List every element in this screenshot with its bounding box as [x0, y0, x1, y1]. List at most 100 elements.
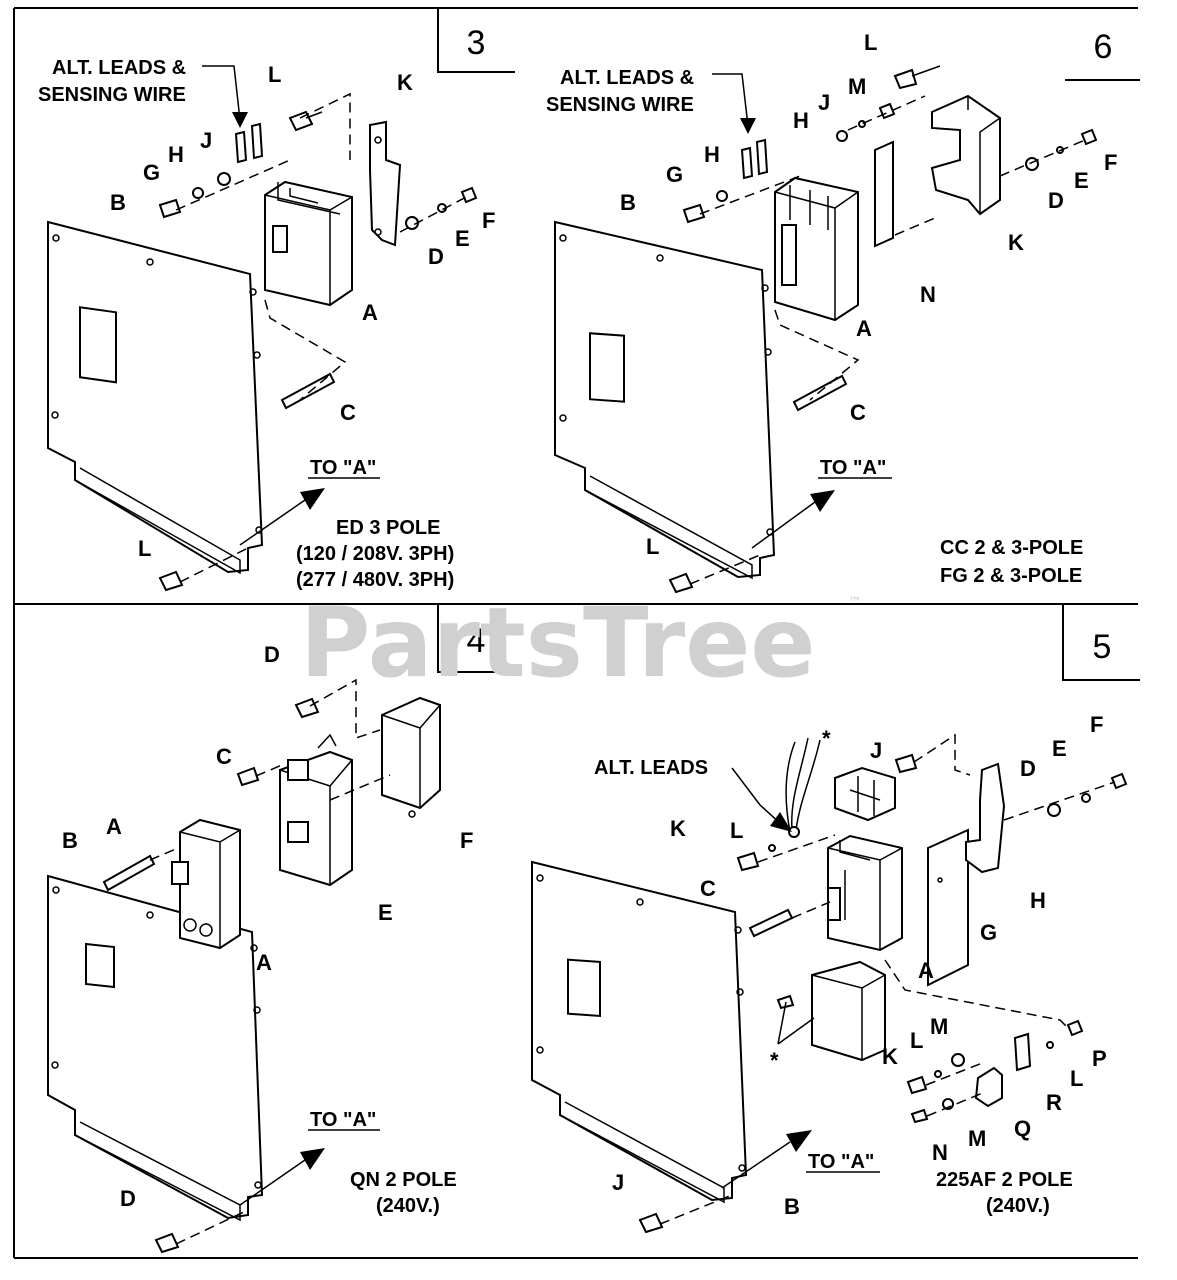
screw [893, 68, 918, 90]
label-K: K [1008, 230, 1024, 255]
caption-line-2: (240V.) [986, 1195, 1050, 1217]
panel-3-number: 3 [467, 24, 486, 62]
label-D: D [1048, 188, 1064, 213]
terminal-block [279, 750, 353, 887]
panel-4: D C A B F E A D TO "A" QN 2 POLE (240V.) [47, 642, 473, 1254]
cover-plate [531, 860, 748, 1202]
caption-line-2: FG 2 & 3-POLE [940, 565, 1082, 587]
panel-6: L M J H G H B F E D K N A C L ALT. LEADS… [546, 30, 1117, 594]
label-C: C [850, 400, 866, 425]
label-D: D [1020, 756, 1036, 781]
screw [792, 374, 848, 412]
label-N: N [920, 282, 936, 307]
label-H: H [168, 142, 184, 167]
arrow-head [300, 1148, 325, 1170]
label-B: B [110, 190, 126, 215]
label-G: G [143, 160, 160, 185]
label-L: L [646, 534, 659, 559]
bracket [369, 120, 402, 247]
label-H: H [1030, 888, 1046, 913]
label-M: M [930, 1014, 948, 1039]
caption-line-1: QN 2 POLE [350, 1169, 457, 1191]
label-G: G [666, 162, 683, 187]
label-C: C [216, 744, 232, 769]
label-G: G [980, 920, 997, 945]
watermark-trademark: ™ [848, 595, 862, 611]
bracket [1013, 1032, 1032, 1072]
bracket [930, 94, 1001, 216]
screw [236, 766, 260, 787]
screw [158, 570, 184, 592]
panel-5-number: 5 [1093, 628, 1112, 666]
screw [280, 372, 336, 410]
insulator-plate [874, 140, 894, 248]
label-E: E [455, 226, 470, 251]
screw [102, 854, 156, 892]
label-C: C [700, 876, 716, 901]
label-B: B [784, 1194, 800, 1219]
label-M: M [848, 74, 866, 99]
label-E: E [1074, 168, 1089, 193]
screw [158, 198, 182, 219]
label-D: D [264, 642, 280, 667]
caption-line-1: 225AF 2 POLE [936, 1169, 1073, 1191]
label-A: A [106, 814, 122, 839]
screw [682, 203, 706, 224]
arrow-head [786, 1130, 812, 1152]
label-D: D [428, 244, 444, 269]
caption-line-1: ED 3 POLE [336, 517, 440, 539]
panel-3: L K G H J B D E F A C L ALT. LEADS & SEN… [38, 57, 495, 592]
label-H: H [704, 142, 720, 167]
panel-4-number: 4 [467, 622, 486, 660]
panel-3-number-box: 3 [437, 8, 515, 73]
screw [894, 753, 918, 774]
label-Q: Q [1014, 1116, 1031, 1141]
callout-line-2: SENSING WIRE [38, 84, 186, 106]
label-J: J [612, 1170, 624, 1195]
screw [154, 1232, 180, 1254]
to-a-label: TO "A" [808, 1151, 874, 1173]
label-B: B [620, 190, 636, 215]
label-K: K [670, 816, 686, 841]
label-E: E [1052, 736, 1067, 761]
page-frame [13, 7, 1138, 1259]
screw [906, 1075, 928, 1095]
lug [974, 1066, 1003, 1108]
label-L: L [864, 30, 877, 55]
label-B: B [62, 828, 78, 853]
terminal-cover [834, 766, 896, 822]
label-R: R [1046, 1090, 1062, 1115]
bracket [381, 696, 441, 810]
label-D: D [120, 1186, 136, 1211]
panel-6-number: 6 [1094, 28, 1113, 66]
to-a-label: TO "A" [820, 457, 886, 479]
panel-4-number-box: 4 [437, 604, 515, 673]
callout-line-1: ALT. LEADS [594, 757, 708, 779]
panel-5: J F E D * L K C H G A * K L M P L R Q M … [531, 712, 1128, 1234]
caption-line-2: (240V.) [376, 1195, 440, 1217]
breaker [179, 818, 241, 950]
label-J: J [818, 90, 830, 115]
to-a-label: TO "A" [310, 1109, 376, 1131]
label-J: J [870, 738, 882, 763]
watermark-text: PartsTree [300, 587, 815, 699]
label-F: F [1104, 150, 1117, 175]
label-E: E [378, 900, 393, 925]
caption-line-3: (277 / 480V. 3PH) [296, 569, 454, 591]
label-star: * [770, 1048, 779, 1073]
label-A: A [362, 300, 378, 325]
panel-6-number-box: 6 [1065, 28, 1140, 81]
bracket [965, 762, 1006, 874]
label-A: A [256, 950, 272, 975]
label-L: L [138, 536, 151, 561]
label-N: N [932, 1140, 948, 1165]
label-L: L [268, 62, 281, 87]
terminal-cover [811, 960, 886, 1062]
screw [288, 110, 314, 132]
callout-line-1: ALT. LEADS & [52, 57, 186, 79]
label-F: F [482, 208, 495, 233]
screw [638, 1212, 664, 1234]
label-L: L [730, 818, 743, 843]
caption-line-2: (120 / 208V. 3PH) [296, 543, 454, 565]
